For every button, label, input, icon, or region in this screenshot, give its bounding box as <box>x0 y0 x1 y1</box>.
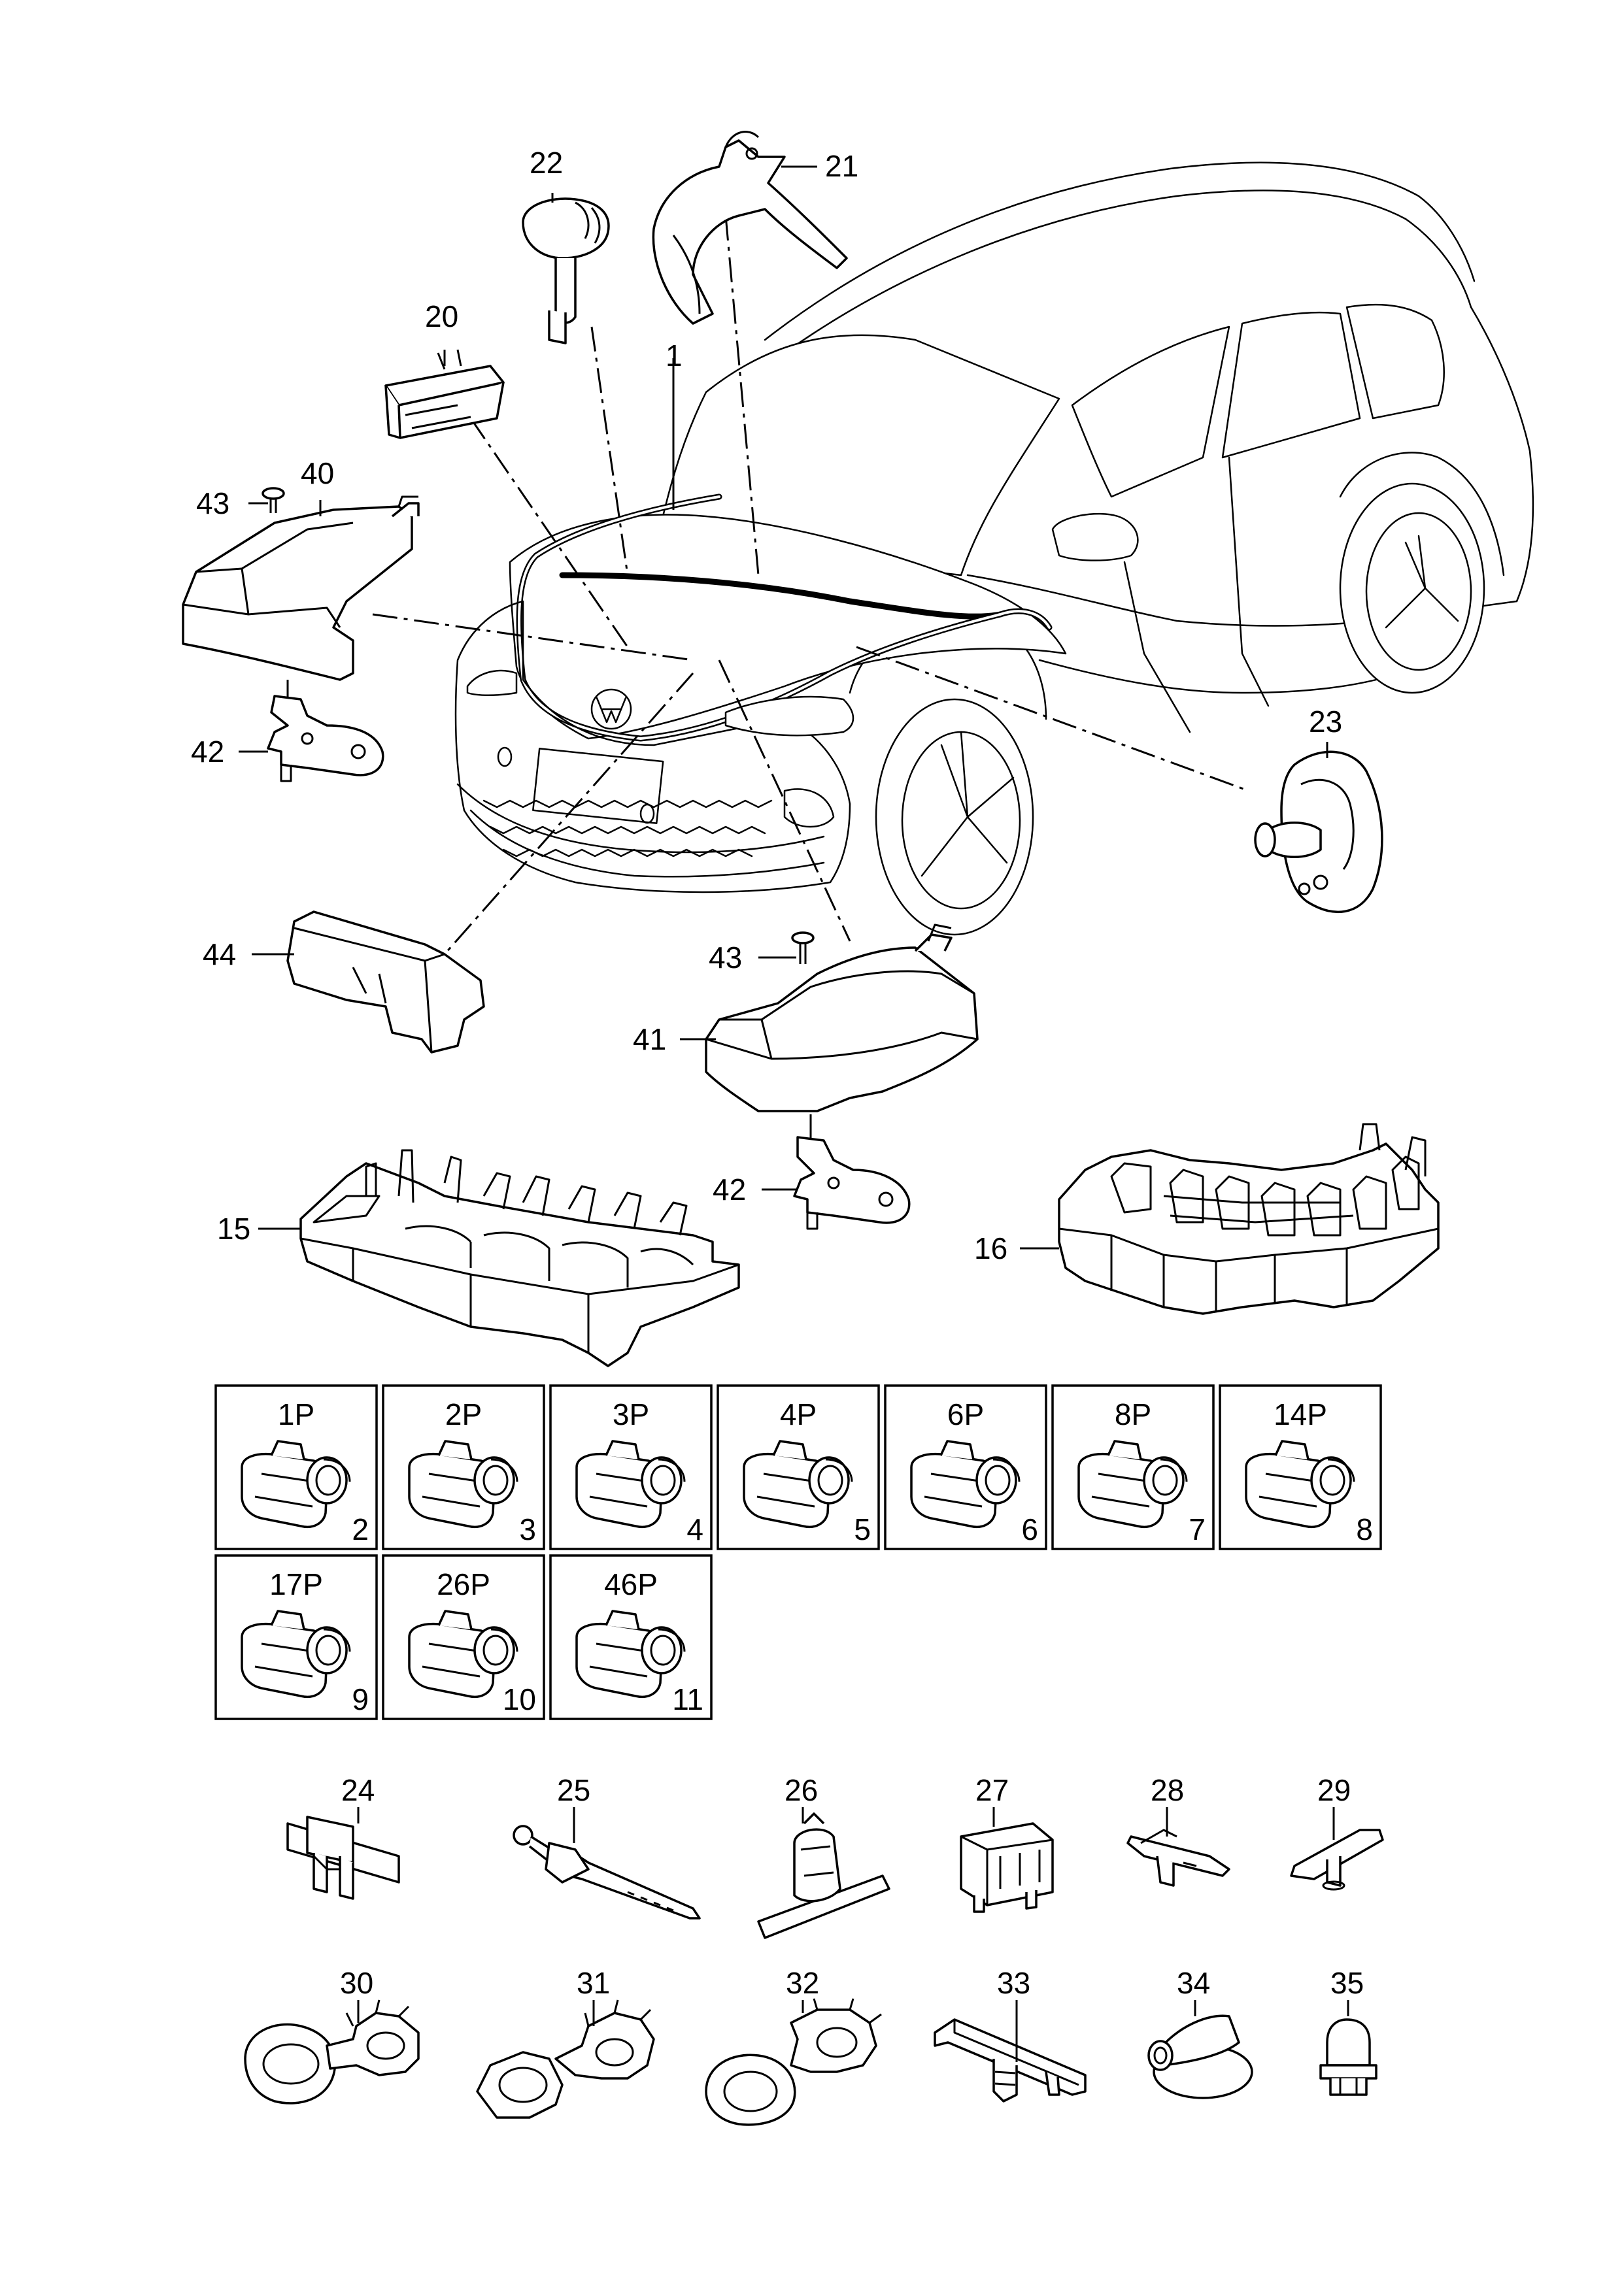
callout-42-bottom: 42 <box>713 1173 746 1206</box>
connector-pin-count: 3P <box>613 1397 649 1431</box>
callout-28: 28 <box>1151 1773 1184 1807</box>
part-31-holder <box>476 1999 655 2119</box>
connector-item-number: 3 <box>519 1512 536 1546</box>
connector-cell-17P: 17P 9 <box>214 1554 378 1720</box>
electrical-connector-housing-icon <box>743 1440 853 1528</box>
callout-1: 1 <box>666 339 683 373</box>
part-32-holder <box>705 1998 882 2126</box>
connector-item-number: 5 <box>854 1512 871 1546</box>
connector-cell-2P: 2P 3 <box>382 1384 545 1550</box>
connector-cell-3P: 3P 4 <box>549 1384 713 1550</box>
electrical-connector-housing-icon <box>408 1610 518 1698</box>
connector-cell-14P: 14P 8 <box>1219 1384 1382 1550</box>
callout-35: 35 <box>1330 1966 1364 2000</box>
part-42-bracket-top <box>267 680 384 782</box>
electrical-connector-housing-icon <box>1077 1440 1188 1528</box>
callout-25: 25 <box>557 1773 590 1807</box>
part-33-clip <box>934 2018 1087 2103</box>
callout-24: 24 <box>341 1773 375 1807</box>
callout-23: 23 <box>1309 705 1342 739</box>
callout-15: 15 <box>217 1212 250 1246</box>
connector-cell-1P: 1P 2 <box>214 1384 378 1550</box>
connector-item-number: 8 <box>1356 1512 1373 1546</box>
callout-29: 29 <box>1317 1773 1351 1807</box>
connector-cell-8P: 8P 7 <box>1051 1384 1215 1550</box>
callout-33: 33 <box>997 1966 1030 2000</box>
connector-pin-count: 6P <box>947 1397 984 1431</box>
callout-34: 34 <box>1177 1966 1210 2000</box>
connector-item-number: 11 <box>672 1682 703 1716</box>
callout-27: 27 <box>975 1773 1009 1807</box>
callout-42-top: 42 <box>191 735 224 769</box>
callout-30: 30 <box>340 1966 373 2000</box>
part-24-clip <box>286 1816 400 1900</box>
connector-cell-6P: 6P 6 <box>884 1384 1047 1550</box>
part-28-clip <box>1126 1829 1230 1887</box>
callout-32: 32 <box>786 1966 819 2000</box>
part-43-screw-top <box>262 487 285 513</box>
part-42-bracket-bottom <box>793 1114 911 1230</box>
part-35-nut <box>1319 2018 1377 2096</box>
callout-22: 22 <box>530 146 563 180</box>
connector-housing-grid: 1P 2 2P 3 3P 4 4P 5 6P 6 8P 7 14P 8 17P 9 26P 10 46P 11 <box>214 1384 1382 1720</box>
vehicle-outline-icon <box>454 161 1534 936</box>
connector-pin-count: 14P <box>1274 1397 1327 1431</box>
callout-44: 44 <box>203 937 236 971</box>
leader-lines <box>372 215 1249 955</box>
part-43-screw-bottom <box>791 931 815 964</box>
part-40-cover <box>182 495 420 681</box>
part-22-grommet <box>522 197 610 344</box>
callout-41: 41 <box>633 1022 666 1056</box>
connector-item-number: 7 <box>1189 1512 1206 1546</box>
callout-16: 16 <box>974 1231 1007 1265</box>
callout-21: 21 <box>825 149 858 183</box>
connector-pin-count: 1P <box>278 1397 314 1431</box>
callout-43-bottom: 43 <box>709 940 742 974</box>
part-15-relay-carrier <box>299 1149 740 1367</box>
connector-pin-count: 46P <box>604 1567 658 1601</box>
vw-emblem-icon <box>590 688 632 730</box>
connector-item-number: 10 <box>503 1682 536 1716</box>
connector-cell-4P: 4P 5 <box>717 1384 880 1550</box>
connector-cell-26P: 26P 10 <box>382 1554 545 1720</box>
electrical-connector-housing-icon <box>575 1610 686 1698</box>
callout-20: 20 <box>425 299 458 333</box>
part-27-connector <box>960 1822 1054 1913</box>
electrical-connector-housing-icon <box>241 1610 351 1698</box>
connector-cell-46P: 46P 11 <box>549 1554 713 1720</box>
part-34-cap <box>1147 2014 1253 2099</box>
part-25-cable-tie <box>513 1825 701 1920</box>
connector-pin-count: 8P <box>1115 1397 1151 1431</box>
part-29-clip <box>1290 1829 1384 1891</box>
part-23-grommet <box>1254 750 1383 914</box>
connector-item-number: 6 <box>1021 1512 1038 1546</box>
callout-40: 40 <box>301 456 334 490</box>
connector-pin-count: 2P <box>445 1397 482 1431</box>
connector-pin-count: 26P <box>437 1567 490 1601</box>
part-26-clip <box>757 1812 890 1939</box>
connector-item-number: 2 <box>352 1512 369 1546</box>
electrical-connector-housing-icon <box>408 1440 518 1528</box>
part-16-fuse-box <box>1058 1123 1440 1315</box>
callout-31: 31 <box>577 1966 610 2000</box>
electrical-connector-housing-icon <box>241 1440 351 1528</box>
part-44-trim <box>286 910 485 1054</box>
electrical-connector-housing-icon <box>1245 1440 1355 1528</box>
callout-26: 26 <box>785 1773 818 1807</box>
part-20-clip <box>384 349 505 439</box>
callout-leaders <box>239 165 1328 1250</box>
connector-item-number: 9 <box>352 1682 369 1716</box>
connector-pin-count: 17P <box>269 1567 323 1601</box>
connector-item-number: 4 <box>686 1512 703 1546</box>
connector-pin-count: 4P <box>780 1397 817 1431</box>
part-30-holder <box>244 1999 420 2105</box>
part-41-cover <box>705 923 979 1112</box>
electrical-connector-housing-icon <box>575 1440 686 1528</box>
electrical-connector-housing-icon <box>910 1440 1021 1528</box>
callout-43-top: 43 <box>196 486 229 520</box>
part-21-bracket <box>652 131 848 325</box>
